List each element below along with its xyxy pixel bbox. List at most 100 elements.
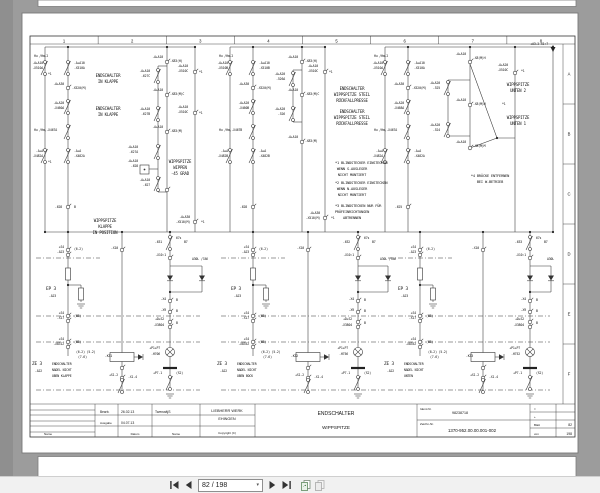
svg-text:-X1.4: -X1.4 [128,375,137,379]
svg-text:-A23: -A23 [57,250,64,254]
svg-text:-X482A: -X482A [372,154,383,158]
svg-text:-X3804: -X3804 [341,323,352,327]
svg-text:-A23: -A23 [242,250,249,254]
first-page-button[interactable] [168,479,181,492]
svg-text:-A+A10: -A+A10 [152,55,163,59]
svg-text:-628: -628 [131,164,138,168]
svg-text:Ident-Nr.: Ident-Nr. [420,407,432,411]
svg-text:-X83(H): -X83(H) [305,59,318,63]
svg-text:-A+A30: -A+A30 [309,211,320,215]
svg-text:-A23: -A23 [49,294,56,298]
svg-text:*1: *1 [48,72,52,76]
svg-text:7: 7 [472,38,475,43]
svg-text:-X1.4: -X1.4 [489,375,498,379]
svg-text:-X482B: -X482B [259,154,270,158]
svg-text:IN POSITION: IN POSITION [93,230,119,235]
svg-text:-X8312: -X8312 [53,342,64,346]
svg-text:-K33: -K33 [466,354,473,358]
svg-text:Bearb.: Bearb. [100,410,110,414]
svg-text:04.07.13: 04.07.13 [121,421,134,425]
svg-text:+S4: +S4 [244,245,250,249]
svg-text:-A+A10: -A+A10 [287,135,298,139]
svg-text:-X1.4: -X1.4 [314,375,323,379]
svg-text:B7: B7 [184,240,188,244]
svg-text:Hu /Ha.2: Hu /Ha.2 [374,54,388,58]
svg-text:-A+A10: -A+A10 [127,159,138,163]
next-page-sliver [37,456,577,478]
svg-text:(6.2) (5.2): (6.2) (5.2) [261,350,281,354]
previous-view-button[interactable] [299,479,312,492]
svg-text:B7: B7 [544,240,548,244]
viewer-left-edge [0,0,13,478]
svg-text:OBEN BOCK: OBEN BOCK [237,374,253,378]
svg-text:-X510C: -X510C [177,110,188,114]
svg-text:B: B [364,298,366,302]
svg-text:+P7.1: +P7.1 [153,371,162,375]
svg-text:-A+A30: -A+A30 [238,82,249,86]
svg-text:D: D [567,252,570,257]
svg-text:*1: *1 [329,70,333,74]
svg-text:ENDSCHALTER: ENDSCHALTER [404,362,424,366]
svg-text:+P7.1: +P7.1 [341,371,350,375]
svg-text:Name: Name [172,432,180,436]
previous-page-button[interactable] [182,479,195,492]
svg-text:-A+A10: -A+A10 [455,140,466,144]
svg-text:+S4: +S4 [59,311,65,315]
svg-text:-A+A20: -A+A20 [393,101,404,105]
svg-text:-X460B: -X460B [238,106,249,110]
svg-text:ABTRENNEN: ABTRENNEN [343,216,361,220]
svg-text:B: B [536,298,538,302]
svg-text:*2 BLINDSTECKER EINSTECKEN: *2 BLINDSTECKER EINSTECKEN [335,181,387,185]
svg-text:UNTEN 1: UNTEN 1 [510,121,527,126]
svg-text:(7.6): (7.6) [263,355,272,359]
svg-text:+D+S2: +D+S2 [343,317,352,321]
svg-text:-A+A10: -A+A10 [455,98,466,102]
svg-text:-X10: -X10 [472,246,479,250]
svg-text:(6.2): (6.2) [426,247,435,251]
svg-text:-X9: -X9 [349,308,355,312]
svg-text:-X510B: -X510B [217,66,228,70]
svg-text:(S2): (S2) [536,371,543,375]
svg-text:-X510C: -X510C [307,69,318,73]
svg-text:-H756: -H756 [339,352,348,356]
svg-text:+S4: +S4 [244,337,250,341]
svg-text:-A+A10: -A+A10 [372,61,383,65]
svg-text:1: 1 [63,38,66,43]
next-page-button[interactable] [266,479,279,492]
svg-text:-A+A10: -A+A10 [139,69,150,73]
svg-text:WENN N-AUSLEGER: WENN N-AUSLEGER [337,187,368,191]
svg-text:-X510A: -X510A [32,66,43,70]
svg-text:-525: -525 [433,86,440,90]
svg-text:WIPPSPITZE: WIPPSPITZE [507,115,530,120]
svg-text:EP 3: EP 3 [46,286,56,292]
svg-text:B7: B7 [372,240,376,244]
svg-text:(7.6): (7.6) [78,355,87,359]
svg-text:A30L /7A6: A30L /7A6 [192,257,208,261]
svg-text:-X17: -X17 [57,316,64,320]
svg-text:Hu /Ha.2: Hu /Ha.2 [34,54,48,58]
svg-text:*1 BLINDSTECKER EINSTECKEN: *1 BLINDSTECKER EINSTECKEN [335,161,387,165]
svg-text:-X482A: -X482A [414,154,425,158]
page-number-box[interactable]: 82 / 198 ▾ [198,478,263,492]
svg-text:-A22: -A22 [35,369,42,373]
svg-text:B: B [74,205,76,209]
svg-text:+S4: +S4 [411,311,417,315]
svg-text:-628: -628 [55,205,62,209]
svg-text:98238718: 98238718 [452,411,468,415]
svg-text:-X520(M): -X520(M) [412,86,426,90]
svg-text:LIEBHERR WERK: LIEBHERR WERK [211,409,243,413]
svg-text:ZE 3: ZE 3 [217,361,227,367]
svg-text:+P1+P7: +P1+P7 [337,346,348,350]
svg-text:-X10:1: -X10:1 [515,253,526,257]
svg-text:-A+A30: -A+A30 [393,82,404,86]
svg-text:6: 6 [404,38,407,43]
svg-text:-H706: -H706 [151,352,160,356]
last-page-button[interactable] [280,479,293,492]
svg-text:-628: -628 [240,205,247,209]
svg-text:NADEL NICHT: NADEL NICHT [237,368,257,372]
next-view-button[interactable] [313,479,326,492]
svg-text:-X83(M)C: -X83(M)C [170,92,184,96]
svg-text:(6.2): (6.2) [259,247,268,251]
svg-text:WIPPSPITZE: WIPPSPITZE [322,425,350,430]
